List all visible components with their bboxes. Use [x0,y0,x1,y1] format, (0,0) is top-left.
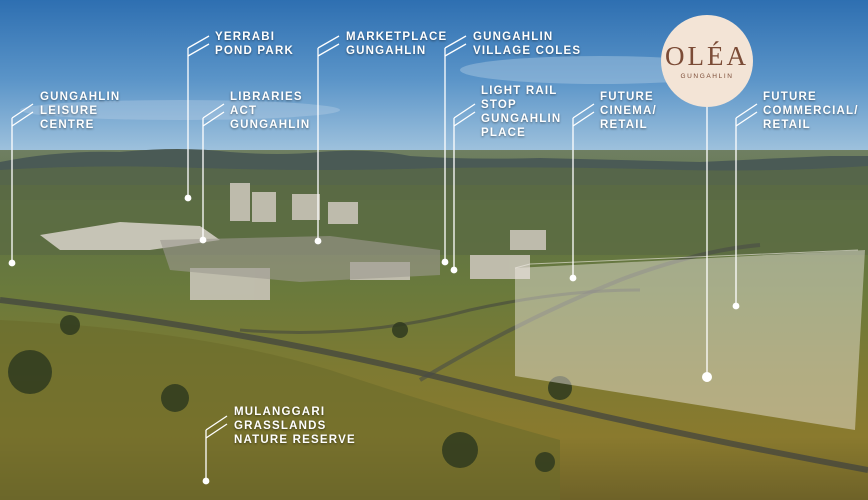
label-light-rail-stop: LIGHT RAIL STOP GUNGAHLIN PLACE [481,84,561,140]
label-line: POND PARK [215,45,294,57]
label-marketplace-gungahlin: MARKETPLACE GUNGAHLIN [346,30,447,58]
marker-mulanggari [202,477,210,485]
olea-site-edge [514,249,859,269]
label-line: VILLAGE COLES [473,45,582,57]
trees [8,315,572,472]
label-line: GUNGAHLIN [40,91,121,103]
label-line: ACT [230,105,258,117]
logo-mark: OLÉA [665,41,749,71]
label-line: CENTRE [40,119,95,131]
label-mulanggari-grasslands: MULANGGARI GRASSLANDS NATURE RESERVE [234,405,356,447]
label-line: MARKETPLACE [346,31,448,43]
marker-libraries [199,236,207,244]
label-line: COMMERCIAL/ [763,105,859,117]
leader-light-rail [453,103,476,270]
label-line: LIGHT RAIL [481,85,558,97]
marker-olea [702,372,712,382]
label-line: GUNGAHLIN [481,113,562,125]
label-line: MULANGGARI [234,406,326,418]
leader-leisure-centre [11,103,34,263]
marker-coles [441,258,449,266]
leader-cinema [572,103,595,278]
cloud [20,100,340,120]
label-line: CINEMA/ [600,105,657,117]
label-line: RETAIL [600,119,648,131]
leader-yerrabi [187,35,210,198]
leader-commercial [735,103,758,306]
label-line: GUNGAHLIN [230,119,311,131]
label-line: FUTURE [763,91,817,103]
label-line: NATURE RESERVE [234,434,356,446]
leader-marketplace [317,35,340,241]
label-future-commercial-retail: FUTURE COMMERCIAL/ RETAIL [763,90,859,132]
label-libraries-act-gungahlin: LIBRARIES ACT GUNGAHLIN [230,90,310,132]
logo-subtitle: GUNGAHLIN [680,73,734,80]
label-line: LEISURE [40,105,99,117]
label-line: RETAIL [763,119,811,131]
marker-yerrabi [184,194,192,202]
marker-leisure-centre [8,259,16,267]
olea-logo: OLÉA GUNGAHLIN [661,15,753,107]
shopping-precinct [160,236,440,282]
label-line: PLACE [481,127,526,139]
marker-light-rail [450,266,458,274]
road [418,243,761,382]
grassland [0,320,560,500]
label-line: YERRABI [215,31,276,43]
leader-libraries [202,103,225,240]
leader-mulanggari [205,415,228,481]
marker-cinema [569,274,577,282]
label-gungahlin-leisure-centre: GUNGAHLIN LEISURE CENTRE [40,90,120,132]
label-future-cinema-retail: FUTURE CINEMA/ RETAIL [600,90,657,132]
label-line: GRASSLANDS [234,420,327,432]
label-line: GUNGAHLIN [346,45,427,57]
road [0,297,868,473]
leader-coles [444,35,467,262]
marker-marketplace [314,237,322,245]
marker-commercial [732,302,740,310]
label-line: LIBRARIES [230,91,303,103]
label-line: FUTURE [600,91,654,103]
road [239,288,641,334]
label-gungahlin-village-coles: GUNGAHLIN VILLAGE COLES [473,30,581,58]
label-line: STOP [481,99,517,111]
label-yerrabi-pond-park: YERRABI POND PARK [215,30,294,58]
olea-site-overlay [515,250,865,430]
label-line: GUNGAHLIN [473,31,554,43]
